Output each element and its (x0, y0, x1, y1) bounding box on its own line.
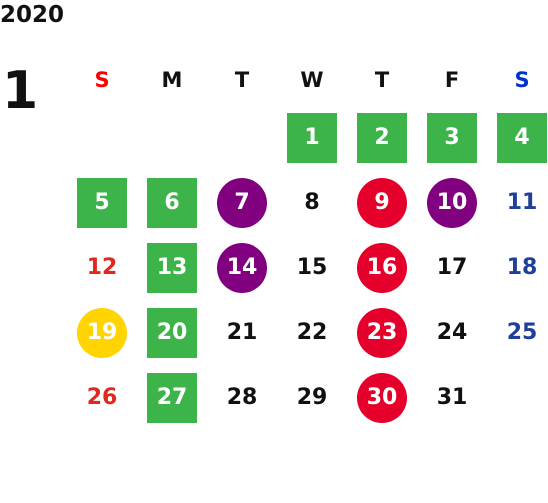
calendar-cell: 22 (277, 300, 347, 365)
weekday-header-tuesday: T (234, 68, 250, 92)
calendar-day[interactable]: 26 (86, 385, 118, 410)
calendar-day[interactable]: 4 (497, 112, 547, 163)
calendar-cell (67, 105, 137, 170)
calendar-cell: 31 (417, 365, 487, 430)
weekday-header-saturday: S (514, 68, 530, 92)
calendar-day[interactable]: 25 (506, 320, 538, 345)
calendar-cell: 15 (277, 235, 347, 300)
calendar-cell: 3 (417, 105, 487, 170)
year-label: 2020 (0, 2, 65, 28)
calendar-cell: 4 (487, 105, 548, 170)
weekday-header-wednesday: W (300, 68, 324, 92)
calendar-cell: 26 (67, 365, 137, 430)
calendar-cell: 8 (277, 170, 347, 235)
calendar-cell: 6 (137, 170, 207, 235)
calendar-day[interactable]: 28 (226, 385, 258, 410)
weekday-header-monday: M (161, 68, 183, 92)
calendar-day[interactable]: 14 (217, 242, 267, 293)
calendar-cell: 20 (137, 300, 207, 365)
calendar-day[interactable]: 8 (304, 190, 320, 215)
calendar-cell (137, 105, 207, 170)
calendar-day[interactable]: 29 (296, 385, 328, 410)
calendar-day[interactable]: 27 (147, 372, 197, 423)
calendar-day[interactable]: 5 (77, 177, 127, 228)
calendar-day[interactable]: 13 (147, 242, 197, 293)
calendar-cell: 17 (417, 235, 487, 300)
calendar-cell: 5 (67, 170, 137, 235)
calendar-cell: 11 (487, 170, 548, 235)
empty-day (217, 113, 267, 163)
calendar-cell: 12 (67, 235, 137, 300)
calendar-day[interactable]: 1 (287, 112, 337, 163)
calendar-cell: 16 (347, 235, 417, 300)
calendar-cell: 24 (417, 300, 487, 365)
calendar-day[interactable]: 11 (506, 190, 538, 215)
calendar-cell: 23 (347, 300, 417, 365)
calendar-cell: 13 (137, 235, 207, 300)
calendar-cell: 21 (207, 300, 277, 365)
calendar-day[interactable]: 18 (506, 255, 538, 280)
calendar-day[interactable]: 19 (77, 307, 127, 358)
calendar-day[interactable]: 23 (357, 307, 407, 358)
calendar-day[interactable]: 31 (436, 385, 468, 410)
calendar-cell: 19 (67, 300, 137, 365)
calendar-day[interactable]: 16 (357, 242, 407, 293)
calendar-day[interactable]: 17 (436, 255, 468, 280)
calendar-day[interactable]: 21 (226, 320, 258, 345)
calendar-cell: 29 (277, 365, 347, 430)
calendar-cell: 1 (277, 105, 347, 170)
calendar-day[interactable]: 2 (357, 112, 407, 163)
weekday-header-thursday: T (374, 68, 390, 92)
calendar-cell (207, 105, 277, 170)
calendar-day[interactable]: 7 (217, 177, 267, 228)
calendar-cell: 9 (347, 170, 417, 235)
month-number: 1 (2, 61, 39, 121)
calendar-cell: 28 (207, 365, 277, 430)
empty-day (497, 373, 547, 423)
calendar-cell: 30 (347, 365, 417, 430)
calendar-day[interactable]: 12 (86, 255, 118, 280)
calendar-day[interactable]: 6 (147, 177, 197, 228)
calendar-day[interactable]: 22 (296, 320, 328, 345)
calendar-day[interactable]: 24 (436, 320, 468, 345)
calendar-day[interactable]: 10 (427, 177, 477, 228)
calendar-cell: 18 (487, 235, 548, 300)
weekday-header-friday: F (444, 68, 460, 92)
calendar-cell: 27 (137, 365, 207, 430)
calendar-cell: 10 (417, 170, 487, 235)
calendar-day[interactable]: 9 (357, 177, 407, 228)
weekday-header-sunday: S (94, 68, 110, 92)
calendar-cell: 25 (487, 300, 548, 365)
empty-day (147, 113, 197, 163)
calendar-day[interactable]: 15 (296, 255, 328, 280)
calendar-day[interactable]: 3 (427, 112, 477, 163)
calendar-cell: 14 (207, 235, 277, 300)
calendar-cell: 7 (207, 170, 277, 235)
calendar-day[interactable]: 20 (147, 307, 197, 358)
calendar-day[interactable]: 30 (357, 372, 407, 423)
calendar-cell: 2 (347, 105, 417, 170)
calendar-cell (487, 365, 548, 430)
empty-day (77, 113, 127, 163)
